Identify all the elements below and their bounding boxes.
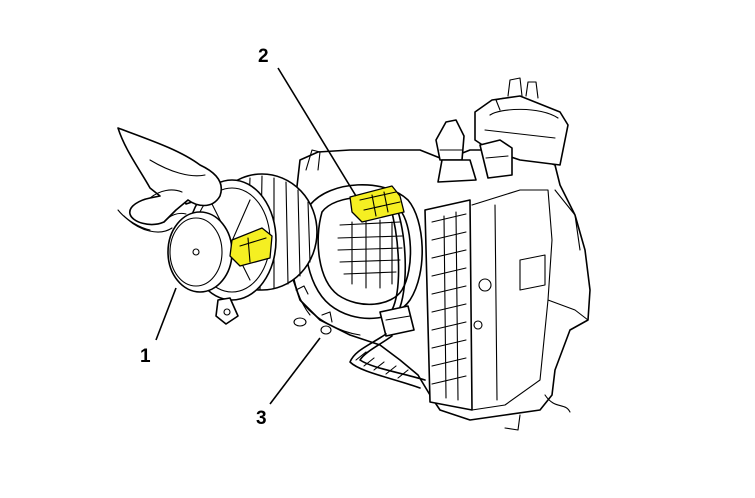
blower-motor-assembly bbox=[167, 173, 318, 325]
heater-core-ribs bbox=[431, 211, 467, 401]
callout-1: 1 bbox=[140, 346, 151, 367]
wiring-harness bbox=[349, 204, 426, 389]
leader-line-2 bbox=[277, 67, 357, 197]
callout-2: 2 bbox=[258, 46, 269, 67]
technician-hand bbox=[117, 127, 222, 233]
leader-line-1 bbox=[155, 287, 177, 341]
callout-3: 3 bbox=[256, 408, 267, 429]
leader-line-3 bbox=[269, 337, 321, 405]
blower-motor-connector-highlighted bbox=[349, 185, 405, 223]
